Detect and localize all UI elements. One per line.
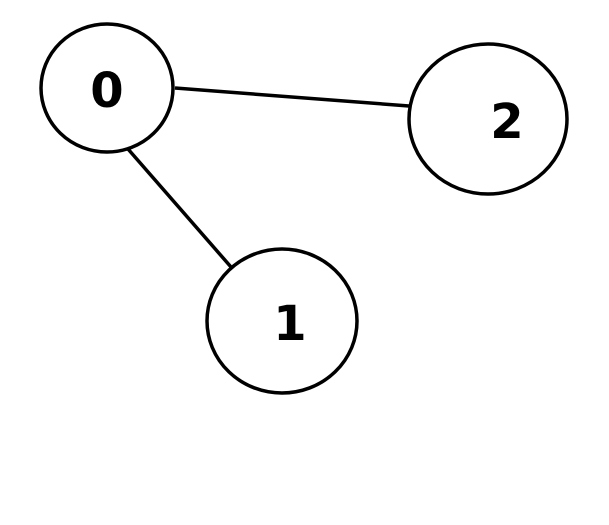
node-0[interactable]: 0 (39, 22, 175, 154)
node-2-circle (407, 42, 569, 196)
edge-0-2 (174, 86, 410, 108)
node-1-label: 1 (273, 296, 306, 352)
node-2[interactable]: 2 (407, 42, 569, 196)
node-0-circle (39, 22, 175, 154)
node-0-label: 0 (90, 63, 123, 119)
node-1[interactable]: 1 (205, 247, 359, 395)
node-2-label: 2 (490, 94, 523, 150)
edge-0-1 (126, 147, 233, 269)
node-1-circle (205, 247, 359, 395)
